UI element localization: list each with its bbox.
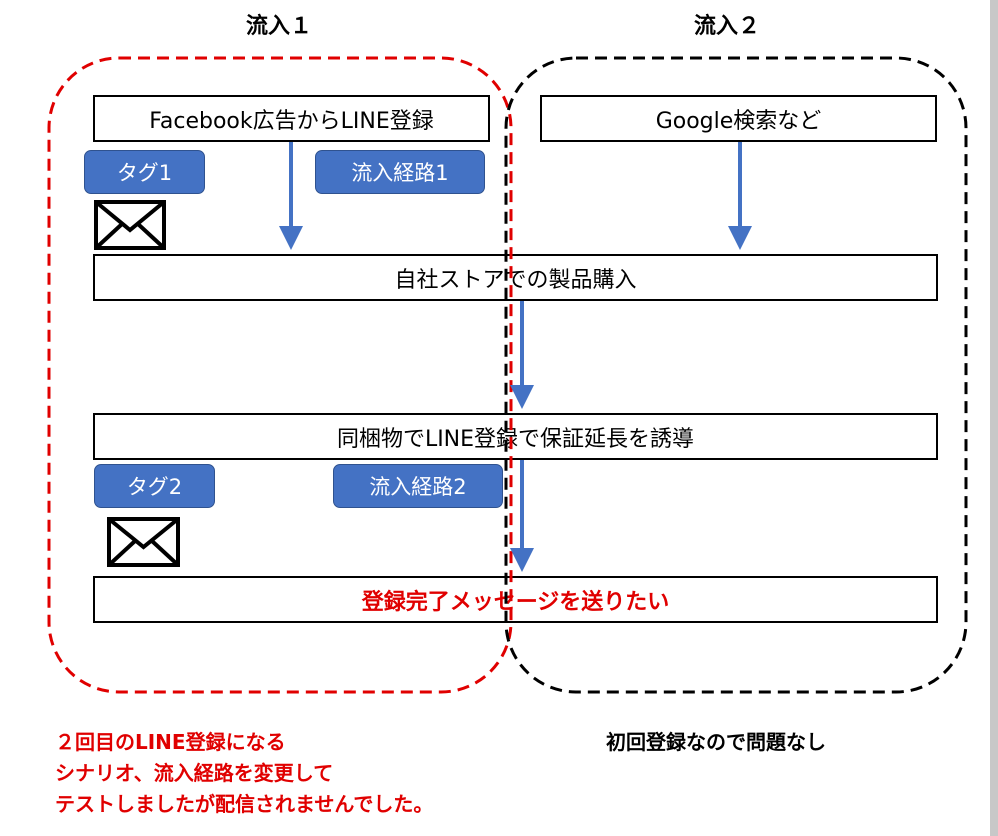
enclosure-box: 同梱物でLINE登録で保証延長を誘導	[93, 413, 938, 460]
right-note: 初回登録なので問題なし	[606, 730, 826, 754]
flow1-region	[47, 56, 513, 694]
route1-label: 流入経路1	[315, 150, 485, 194]
envelope-icon	[107, 517, 180, 567]
left-note: ２回目のLINE登録になる シナリオ、流入経路を変更して テストしましたが配信さ…	[55, 727, 433, 820]
tag2-label: タグ2	[94, 464, 215, 508]
left-note-line-3: テストしましたが配信されませんでした。	[55, 792, 434, 816]
flow2-header: 流入２	[694, 14, 761, 39]
scroll-edge	[990, 0, 998, 836]
flow2-region	[504, 56, 968, 694]
tag1-label: タグ1	[84, 150, 205, 194]
left-note-line-2: シナリオ、流入経路を変更して	[55, 761, 334, 785]
flow1-header: 流入１	[246, 14, 313, 39]
google-box: Google検索など	[540, 95, 937, 142]
purchase-box: 自社ストアでの製品購入	[93, 254, 938, 301]
envelope-icon	[94, 200, 166, 250]
left-note-line-1: ２回目のLINE登録になる	[55, 730, 286, 754]
route2-label: 流入経路2	[333, 464, 503, 508]
facebook-box: Facebook広告からLINE登録	[93, 95, 490, 142]
complete-message-box: 登録完了メッセージを送りたい	[93, 576, 938, 623]
